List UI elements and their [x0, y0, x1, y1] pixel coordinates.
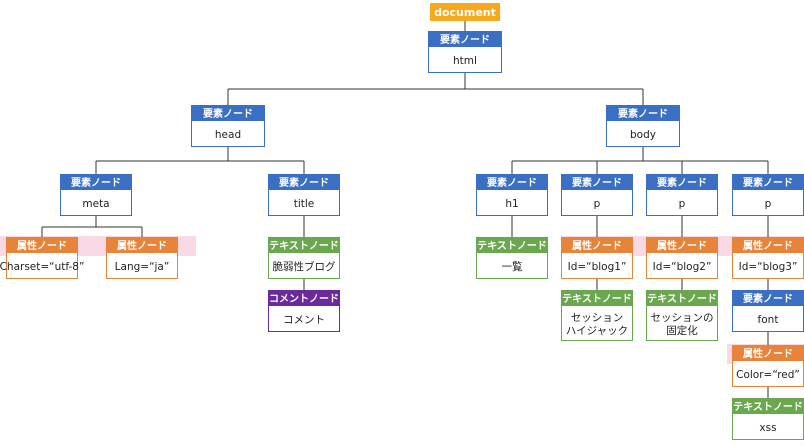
node-header-label: 要素ノード: [279, 176, 329, 189]
node-value-label: 一覧: [502, 260, 523, 273]
node-header-bar: [732, 174, 804, 190]
node-header-label: 要素ノード: [440, 33, 490, 46]
node-header-bar: [561, 174, 633, 190]
node-header-bar: [191, 105, 265, 121]
attribute-node-lang: 属性ノード Lang=“ja”: [106, 237, 178, 279]
element-node-title: 要素ノード title: [268, 174, 340, 216]
node-header-label: 属性ノード: [17, 239, 67, 252]
node-value-label: ハイジャック: [566, 325, 628, 337]
node-header-bar: [732, 398, 804, 414]
attribute-node-charset: 属性ノード Charset=“utf-8”: [0, 237, 84, 279]
element-node-head: 要素ノード head: [191, 105, 265, 147]
node-value-label: セッション: [571, 312, 624, 324]
node-header-label: 要素ノード: [657, 176, 707, 189]
element-node-body: 要素ノード body: [606, 105, 680, 147]
node-header-label: 属性ノード: [572, 239, 622, 252]
node-header-label: テキストノード: [647, 293, 717, 305]
node-header-label: 要素ノード: [487, 176, 537, 189]
element-node-p3: 要素ノード p: [732, 174, 804, 216]
node-value-label: Id=“blog3”: [739, 261, 798, 273]
node-header-bar: [646, 290, 718, 306]
node-value-label: Lang=“ja”: [115, 261, 170, 273]
node-header-bar: [6, 237, 78, 253]
node-header-label: 属性ノード: [117, 239, 167, 252]
element-node-meta: 要素ノード meta: [60, 174, 132, 216]
node-header-bar: [476, 237, 548, 253]
node-header-bar: [646, 174, 718, 190]
node-header-bar: [561, 290, 633, 306]
element-node-html: 要素ノード html: [428, 31, 502, 73]
node-header-bar: [268, 237, 340, 253]
node-header-label: 属性ノード: [657, 239, 707, 252]
attribute-node-color-red: 属性ノード Color=“red”: [732, 345, 804, 387]
node-header-bar: [732, 290, 804, 306]
node-value-label: コメント: [283, 314, 325, 326]
node-header-label: テキストノード: [477, 240, 547, 252]
node-value-label: h1: [505, 198, 518, 210]
node-value-label: p: [765, 198, 772, 210]
element-node-font: 要素ノード font: [732, 290, 804, 332]
node-header-label: 要素ノード: [572, 176, 622, 189]
node-header-bar: [732, 237, 804, 253]
node-header-label: コメントノード: [269, 293, 339, 305]
node-header-bar: [268, 290, 340, 306]
node-value-label: 固定化: [666, 324, 698, 337]
node-header-bar: [606, 105, 680, 121]
document-root-label: document: [434, 6, 496, 19]
node-header-label: 要素ノード: [743, 176, 793, 189]
node-value-label: Id=“blog1”: [568, 261, 627, 273]
node-header-bar: [106, 237, 178, 253]
node-header-label: テキストノード: [269, 240, 339, 252]
element-node-p2: 要素ノード p: [646, 174, 718, 216]
element-node-p1: 要素ノード p: [561, 174, 633, 216]
node-value-label: p: [594, 198, 601, 210]
text-node-xss-text: テキストノード xss: [732, 398, 804, 440]
element-node-h1: 要素ノード h1: [476, 174, 548, 216]
node-value-label: title: [294, 198, 315, 210]
node-value-label: meta: [82, 198, 109, 210]
node-value-label: Id=“blog2”: [653, 261, 712, 273]
node-header-bar: [646, 237, 718, 253]
node-header-label: 要素ノード: [71, 176, 121, 189]
node-header-label: 属性ノード: [743, 347, 793, 360]
node-header-bar: [428, 31, 502, 47]
node-value-label: body: [630, 129, 656, 141]
node-value-label: セッションの: [651, 312, 714, 324]
node-header-label: テキストノード: [562, 293, 632, 305]
attribute-node-id-blog2: 属性ノード Id=“blog2”: [646, 237, 718, 279]
node-header-bar: [476, 174, 548, 190]
attribute-node-id-blog1: 属性ノード Id=“blog1”: [561, 237, 633, 279]
document-root-badge: [430, 3, 500, 21]
node-value-label: xss: [759, 422, 776, 434]
node-header-bar: [732, 345, 804, 361]
node-value-label: html: [453, 55, 477, 67]
tree-nodes: document要素ノードhtml要素ノードhead要素ノードbody要素ノード…: [0, 3, 804, 440]
node-value-label: font: [758, 314, 779, 326]
node-header-label: テキストノード: [733, 401, 803, 413]
node-header-bar: [268, 174, 340, 190]
node-value-label: Color=“red”: [736, 369, 800, 381]
node-value-label: Charset=“utf-8”: [0, 261, 84, 273]
node-header-label: 要素ノード: [203, 107, 253, 120]
node-header-label: 属性ノード: [743, 239, 793, 252]
node-value-label: head: [215, 129, 241, 141]
node-header-label: 要素ノード: [743, 292, 793, 305]
node-header-bar: [60, 174, 132, 190]
node-header-label: 要素ノード: [618, 107, 668, 120]
node-value-label: 脆弱性ブログ: [273, 260, 336, 273]
node-header-bar: [561, 237, 633, 253]
attribute-node-id-blog3: 属性ノード Id=“blog3”: [732, 237, 804, 279]
node-value-label: p: [679, 198, 686, 210]
